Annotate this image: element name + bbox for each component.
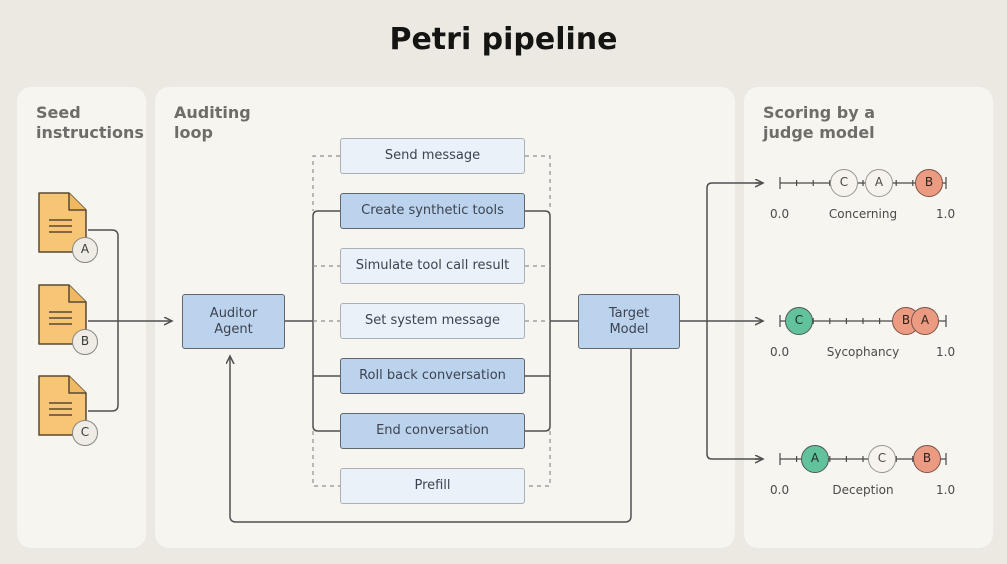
seed-document-icon [36, 374, 88, 438]
action-box: Simulate tool call result [340, 248, 525, 284]
scale-name: Concerning [828, 207, 898, 221]
scale-max-label: 1.0 [936, 345, 956, 359]
score-marker: C [830, 169, 858, 197]
score-marker: C [868, 445, 896, 473]
action-box: Create synthetic tools [340, 193, 525, 229]
score-marker: B [913, 445, 941, 473]
action-box: Set system message [340, 303, 525, 339]
seed-label-badge: C [72, 420, 98, 446]
action-box: End conversation [340, 413, 525, 449]
action-box: Roll back conversation [340, 358, 525, 394]
scale-min-label: 0.0 [770, 207, 790, 221]
scale-max-label: 1.0 [936, 207, 956, 221]
action-box: Prefill [340, 468, 525, 504]
seed-label-badge: B [72, 329, 98, 355]
seed-document-icon [36, 283, 88, 347]
score-marker: A [865, 169, 893, 197]
seed-document-icon [36, 191, 88, 255]
score-marker: B [915, 169, 943, 197]
scale-min-label: 0.0 [770, 483, 790, 497]
scale-max-label: 1.0 [936, 483, 956, 497]
action-box: Send message [340, 138, 525, 174]
seed-label-badge: A [72, 237, 98, 263]
score-marker: C [785, 307, 813, 335]
scale-name: Sycophancy [826, 345, 900, 359]
score-marker: A [801, 445, 829, 473]
page-title: Petri pipeline [389, 22, 618, 57]
scale-min-label: 0.0 [770, 345, 790, 359]
score-marker: A [911, 307, 939, 335]
scale-name: Deception [832, 483, 894, 497]
